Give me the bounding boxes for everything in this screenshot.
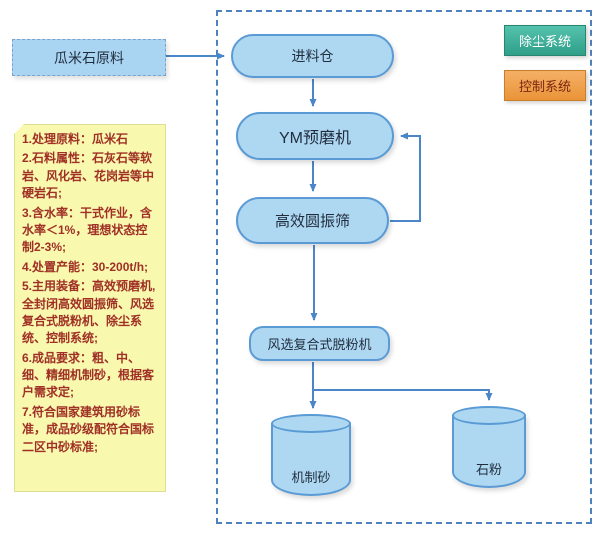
note-item: 2.石料属性：石灰石等软岩、风化岩、花岗岩等中硬岩石; xyxy=(22,151,155,201)
note-box: 1.处理原料：瓜米石 2.石料属性：石灰石等软岩、风化岩、花岗岩等中硬岩石; 3… xyxy=(14,124,166,492)
cylinder-top xyxy=(271,414,351,433)
node-vibrating-screen: 高效圆振筛 xyxy=(236,197,389,244)
note-item: 1.处理原料：瓜米石 xyxy=(22,132,129,146)
vibrating-screen-label: 高效圆振筛 xyxy=(274,213,350,230)
node-powder-separator: 风选复合式脱粉机 xyxy=(249,326,390,361)
raw-material-label: 瓜米石原料 xyxy=(54,49,124,66)
note-item: 4.处置产能：30-200t/h; xyxy=(22,259,149,274)
cylinder-machine-sand: 机制砂 xyxy=(271,414,351,496)
note-item: 7.符合国家建筑用砂标准，成品砂级配符合国标二区中砂标准; xyxy=(22,404,155,454)
legend-control-label: 控制系统 xyxy=(518,79,571,94)
cylinder-stone-powder: 石粉 xyxy=(452,406,526,488)
legend-control-system: 控制系统 xyxy=(504,70,586,101)
cylinder-body xyxy=(452,415,526,488)
powder-separator-label: 风选复合式脱粉机 xyxy=(267,337,372,352)
legend-dust-label: 除尘系统 xyxy=(518,34,571,49)
node-premill: YM预磨机 xyxy=(236,112,394,160)
raw-material-box: 瓜米石原料 xyxy=(12,39,166,76)
note-item: 3.含水率：干式作业，含水率＜1%，理想状态控制2-3%; xyxy=(22,205,153,255)
note-item: 6.成品要求：粗、中、细、精细机制砂，根据客户需求定; xyxy=(22,350,155,400)
cylinder-body xyxy=(271,423,351,496)
premill-label: YM预磨机 xyxy=(278,130,351,147)
system-boundary-frame xyxy=(216,10,592,524)
cylinder-top xyxy=(452,406,526,425)
machine-sand-label: 机制砂 xyxy=(291,470,331,485)
feed-bin-label: 进料仓 xyxy=(291,48,334,64)
stone-powder-label: 石粉 xyxy=(475,462,502,477)
legend-dust-system: 除尘系统 xyxy=(504,25,586,56)
node-feed-bin: 进料仓 xyxy=(231,34,394,78)
note-item: 5.主用装备：高效预磨机,全封闭高效圆振筛、风选复合式脱粉机、除尘系统、控制系统… xyxy=(22,279,156,346)
